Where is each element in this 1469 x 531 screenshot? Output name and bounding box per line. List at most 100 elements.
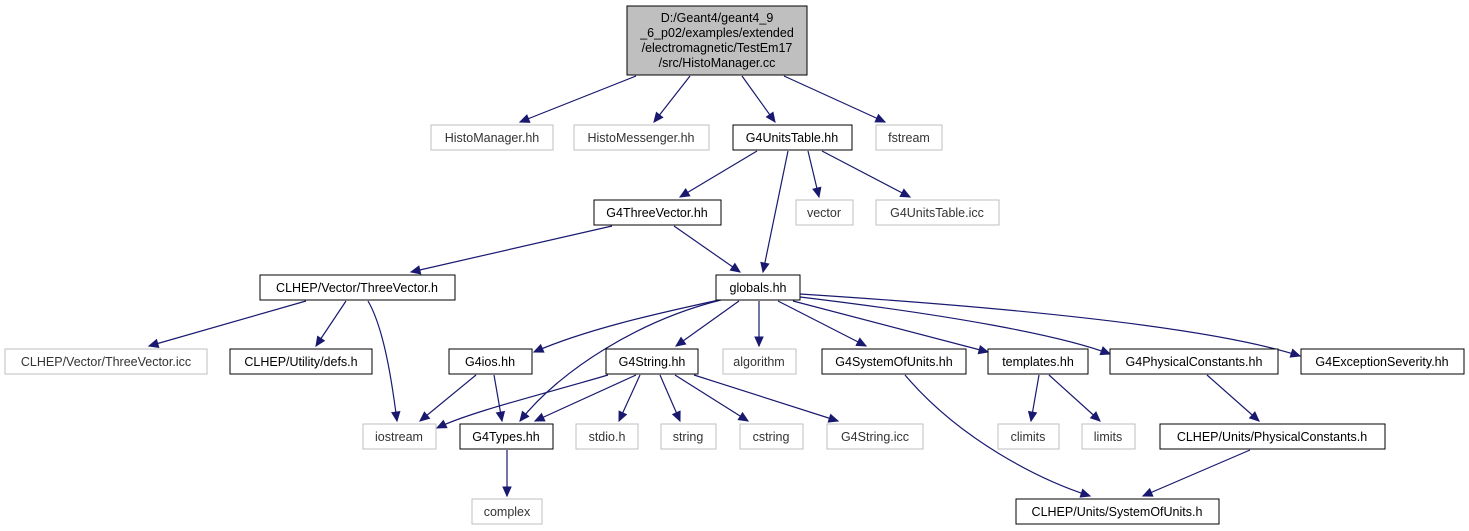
edge-g4string-g4types [534,374,637,422]
node-label: CLHEP/Vector/ThreeVector.h [276,281,438,295]
node-algorithm[interactable]: algorithm [722,348,797,375]
edge-g4unitstable-g4threevector-arrowhead [678,188,691,198]
edge-root-g4unitstable-hh-arrowhead [765,111,776,124]
edge-g4string-iostream [436,374,609,429]
node-stdio-h[interactable]: stdio.h [575,423,639,450]
node-limits[interactable]: limits [1081,423,1136,450]
edge-g4threevector-globals-arrowhead [729,262,742,273]
node-templates-hh[interactable]: templates.hh [987,348,1089,375]
node-label: climits [1011,430,1046,444]
node-label: G4UnitsTable.icc [890,206,984,220]
node-globals-hh[interactable]: globals.hh [715,274,801,301]
edge-g4systemofunits-clhep-systemofunits-arrowhead [1079,488,1092,498]
edge-globals-g4string-arrowhead [674,336,687,347]
node-label: string [673,430,704,444]
edge-g4ios-g4types-arrowhead [495,410,506,423]
node-vector[interactable]: vector [795,199,854,226]
edge-g4unitstable-vector-arrowhead [812,186,822,199]
node-label: CLHEP/Vector/ThreeVector.icc [21,355,191,369]
node-label: iostream [375,430,423,444]
edge-clhep-threevector-icc-arrowhead [147,338,160,348]
edge-clhep-threevector-iostream-arrowhead [391,410,401,423]
edge-root-histomessenger-hh [653,75,691,123]
edge-globals-g4systemofunits-arrowhead [855,337,868,347]
edge-templates-limits [1048,374,1101,422]
node-iostream[interactable]: iostream [362,423,437,450]
edge-clhep-threevector-iostream [367,300,398,422]
edge-root-histomessenger-hh-arrowhead [653,111,664,123]
edge-root-histomanager-hh-arrowhead [518,114,531,123]
node-label: G4ios.hh [465,355,515,369]
edge-g4systemofunits-clhep-systemofunits [904,374,1091,497]
node-clhep-vector-threevector-h[interactable]: CLHEP/Vector/ThreeVector.h [259,274,456,301]
edges [147,75,1302,498]
node-fstream[interactable]: fstream [875,124,943,151]
edge-clhep-threevector-defs-arrowhead [315,335,326,348]
node-label: limits [1094,430,1122,444]
node-label: algorithm [733,355,784,369]
node-label: templates.hh [1002,355,1074,369]
node-g4exceptionseverity-hh[interactable]: G4ExceptionSeverity.hh [1300,348,1465,375]
node-label: G4String.icc [841,430,909,444]
edge-root-histomanager-hh [519,75,637,123]
edge-g4string-string-arrowhead [671,410,681,423]
node-label: fstream [888,131,930,145]
node-clhep-vector-threevector-icc[interactable]: CLHEP/Vector/ThreeVector.icc [4,348,208,375]
edge-globals-g4physicalconstants-arrowhead [1099,346,1112,356]
edge-g4ios-iostream [419,374,477,422]
edge-g4string-icc [693,374,839,422]
edge-g4string-iostream-arrowhead [435,419,448,429]
node-g4unitstable-hh[interactable]: G4UnitsTable.hh [732,124,853,151]
edge-globals-g4exceptionseverity-arrowhead [1289,348,1302,358]
node-complex[interactable]: complex [471,498,543,525]
node-g4ios-hh[interactable]: G4ios.hh [448,348,533,375]
edge-clhep-physicalconstants-systemofunits-arrowhead [1141,487,1154,497]
node-string[interactable]: string [660,423,717,450]
node-label: G4ExceptionSeverity.hh [1315,355,1448,369]
node-clhep-units-systemofunits-h[interactable]: CLHEP/Units/SystemOfUnits.h [1015,498,1220,525]
edge-g4unitstable-g4threevector [679,150,758,198]
edge-globals-g4ios-arrowhead [532,343,545,353]
node-label: cstring [753,430,790,444]
root-title-line-3: /electromagnetic/TestEm17 [642,41,793,55]
edge-g4unitstable-globals-arrowhead [760,261,770,274]
edge-g4string-cstring [674,374,749,422]
node-label: HistoMessenger.hh [587,131,694,145]
root-title-line-2: _6_p02/examples/extended [639,26,794,40]
edge-templates-limits-arrowhead [1089,411,1101,422]
edge-globals-algorithm-arrowhead [754,336,764,348]
edge-globals-g4string [675,300,740,347]
edge-g4unitstable-icc-arrowhead [899,188,912,198]
node-label: G4String.hh [619,355,686,369]
node-label: G4ThreeVector.hh [606,206,708,220]
node-root-histomanager-cc[interactable]: D:/Geant4/geant4_9 _6_p02/examples/exten… [626,5,808,76]
edge-g4threevector-clhep-threevector [410,225,613,273]
edge-g4unitstable-globals [762,150,789,273]
node-g4physicalconstants-hh[interactable]: G4PhysicalConstants.hh [1109,348,1279,375]
node-label: HistoManager.hh [445,131,540,145]
node-g4string-icc[interactable]: G4String.icc [826,423,924,450]
node-histomanager-hh[interactable]: HistoManager.hh [430,124,554,151]
edge-globals-g4ios [533,299,720,353]
node-g4unitstable-icc[interactable]: G4UnitsTable.icc [875,199,1000,226]
node-label: G4UnitsTable.hh [746,131,838,145]
edge-g4string-stdio-arrowhead [618,410,628,423]
node-label: G4SystemOfUnits.hh [835,355,952,369]
node-cstring[interactable]: cstring [739,423,804,450]
edge-g4physicalconstants-clhep-physicalconstants-arrowhead [1248,411,1260,422]
node-g4systemofunits-hh[interactable]: G4SystemOfUnits.hh [821,348,967,375]
edge-g4threevector-globals [673,225,741,273]
node-clhep-utility-defs-h[interactable]: CLHEP/Utility/defs.h [229,348,373,375]
node-g4types-hh[interactable]: G4Types.hh [459,423,554,450]
edge-root-fstream-arrowhead [874,113,887,123]
edge-globals-templates [792,300,989,353]
node-histomessenger-hh[interactable]: HistoMessenger.hh [573,124,710,151]
node-clhep-units-physicalconstants-h[interactable]: CLHEP/Units/PhysicalConstants.h [1159,423,1386,450]
edge-g4string-cstring-arrowhead [737,411,750,422]
node-label: complex [484,505,531,519]
node-g4string-hh[interactable]: G4String.hh [605,348,699,375]
node-climits[interactable]: climits [997,423,1060,450]
node-g4threevector-hh[interactable]: G4ThreeVector.hh [593,199,722,226]
node-label: stdio.h [589,430,626,444]
